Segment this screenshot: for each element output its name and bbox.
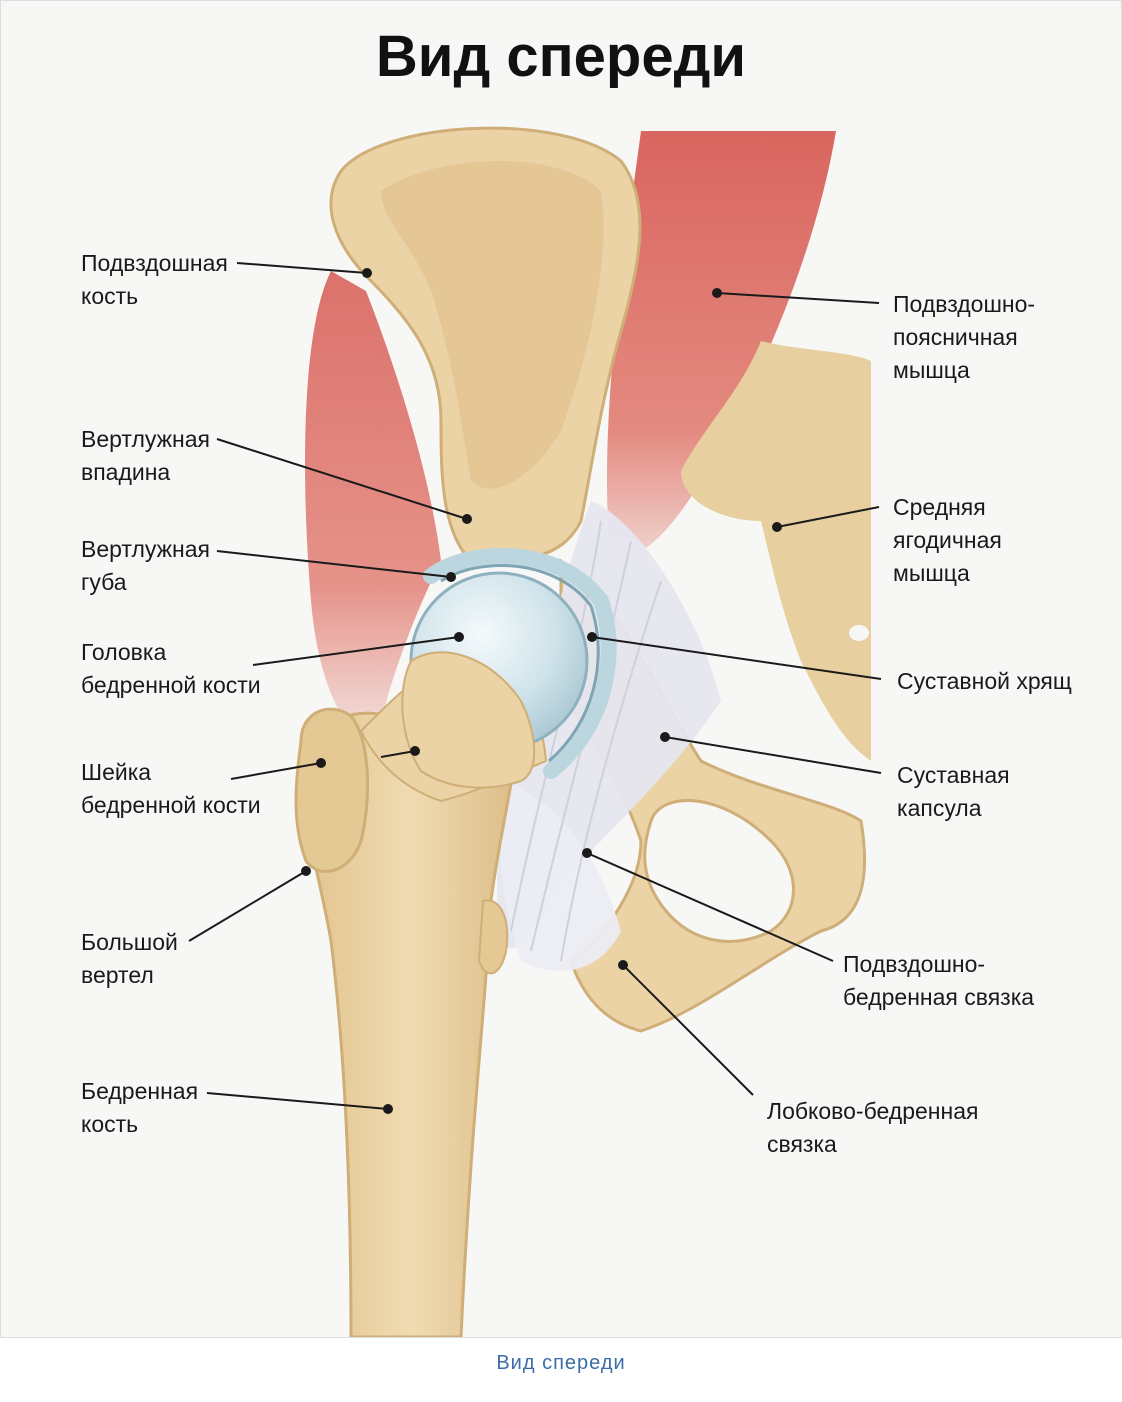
label-iliofemoral-ligament: Подвздошно-бедренная связка	[843, 951, 1035, 1010]
gluteus-muscle-left	[305, 271, 441, 721]
pubofemoral-ligament	[499, 781, 621, 971]
leader-lines	[188, 262, 882, 1114]
sacral-foramen	[849, 625, 869, 641]
iliopsoas-muscle	[606, 131, 836, 561]
figure-caption: Вид спереди	[496, 1352, 626, 1374]
ilium-fossa	[381, 161, 604, 489]
obturator-foramen	[643, 799, 795, 943]
pelvis-background	[681, 341, 871, 761]
acetabular-labrum	[423, 548, 617, 779]
femoral-neck-front	[401, 651, 536, 789]
lesser-trochanter	[477, 899, 509, 975]
greater-trochanter	[294, 707, 370, 873]
figure-title: Вид спереди	[375, 24, 747, 89]
label-cartilage: Суставной хрящ	[897, 668, 1072, 694]
articular-cartilage	[440, 564, 600, 763]
hip-anatomy-illustration	[188, 126, 882, 1337]
